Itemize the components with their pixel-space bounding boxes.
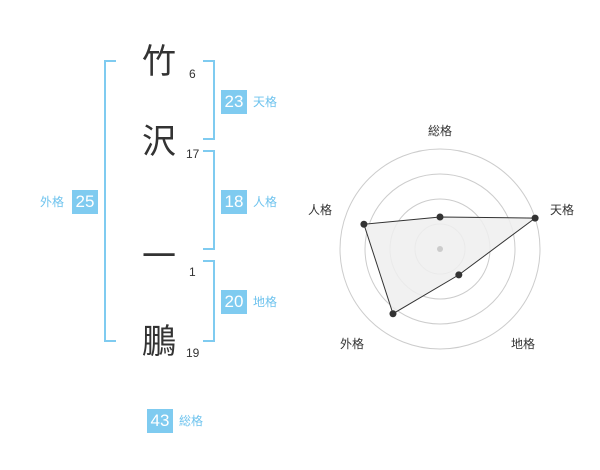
radar-grid-ring (364, 173, 516, 325)
name-char-2: 沢 (142, 122, 176, 162)
stroke-count-2: 17 (186, 147, 200, 161)
radar-axis-label-tenkaku: 天格 (550, 203, 575, 217)
soukaku-value: 43 (147, 409, 173, 433)
gaikaku-label: 外格 (40, 195, 65, 209)
stroke-count-1: 6 (189, 67, 196, 81)
radar-axis-label-soukaku: 総格 (428, 124, 453, 138)
radar-point-1 (531, 214, 539, 222)
radar-point-3 (389, 310, 397, 318)
radar-point-2 (455, 271, 463, 279)
radar-point-0 (436, 213, 444, 221)
gaikaku-bracket (104, 60, 106, 342)
chikaku-bracket (213, 260, 215, 342)
stroke-count-4: 19 (186, 346, 200, 360)
tenkaku-label: 天格 (253, 95, 278, 109)
jinkaku-label: 人格 (253, 195, 278, 209)
name-char-1: 竹 (142, 42, 176, 82)
jinkaku-bracket (213, 150, 215, 250)
tenkaku-value: 23 (221, 90, 247, 114)
radar-axis-label-chikaku: 地格 (511, 337, 536, 351)
jinkaku-value: 18 (221, 190, 247, 214)
radar-center-dot (437, 246, 443, 252)
stroke-count-3: 1 (189, 265, 196, 279)
radar-grid-ring (339, 148, 541, 350)
soukaku-label: 総格 (179, 414, 204, 428)
radar-axis-label-jinkaku: 人格 (308, 203, 333, 217)
radar-series-polygon (363, 216, 537, 315)
tenkaku-bracket (213, 60, 215, 140)
name-char-3: 一 (142, 237, 176, 277)
gaikaku-value: 25 (72, 190, 98, 214)
chikaku-label: 地格 (253, 295, 278, 309)
radar-point-4 (360, 220, 368, 228)
radar-axis-label-gaikaku: 外格 (340, 337, 365, 351)
name-char-4: 鵬 (142, 322, 176, 362)
chikaku-value: 20 (221, 290, 247, 314)
